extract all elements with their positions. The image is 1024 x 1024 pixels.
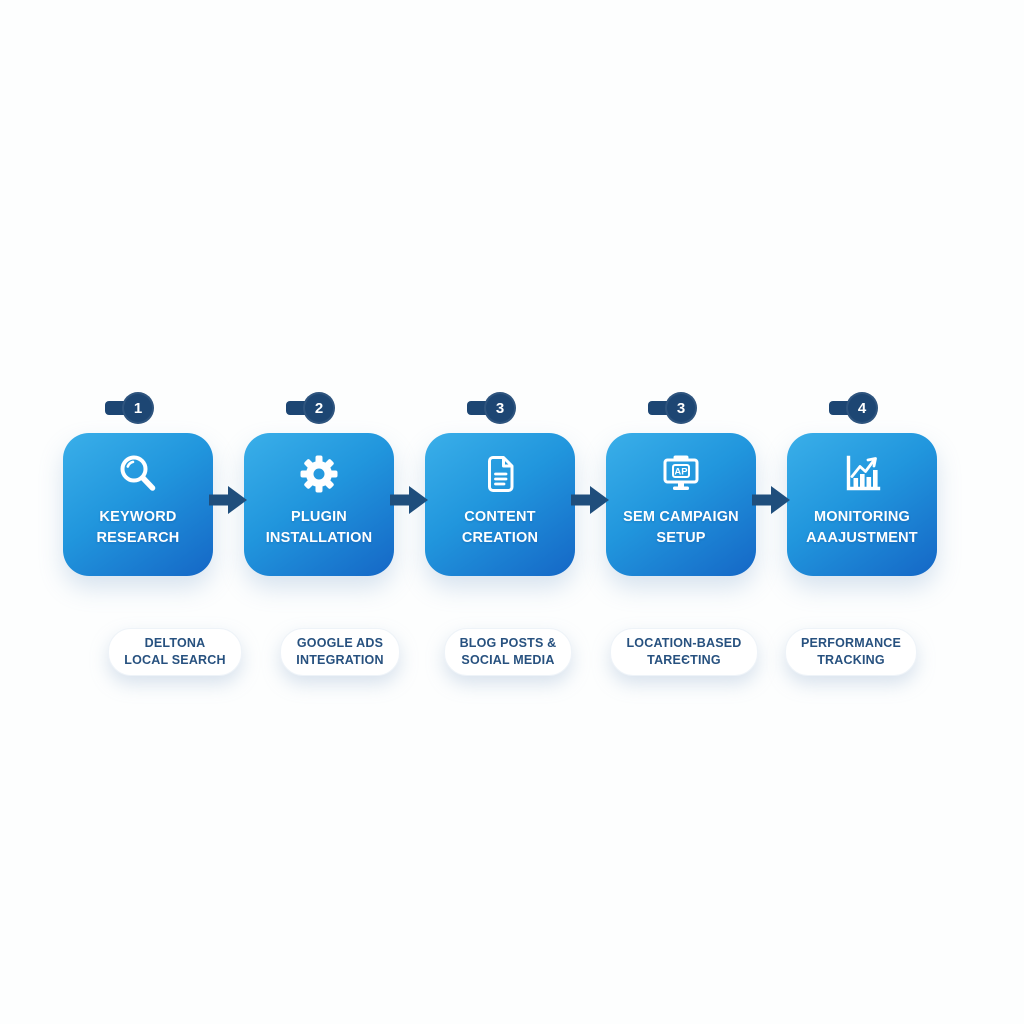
sub-label-pill: PERFORMANCE TRACKING [784, 628, 918, 676]
step-title: CONTENT CREATION [462, 507, 538, 549]
sub-label-line1: BLOG POSTS & [459, 636, 557, 650]
step-box: CONTENT CREATION [425, 433, 575, 576]
step-box: AP SEM CAMPAIGN SETUP [606, 433, 756, 576]
sub-label-pill: LOCATION-BASED TAREЄTING [610, 628, 758, 676]
sub-label-line1: DELTONA [144, 636, 206, 650]
sub-label-column: GOOGLE ADS INTEGRATION [244, 628, 400, 676]
step-title: KEYWORD RESEARCH [97, 507, 180, 549]
sub-label-line2: TAREЄTING [647, 653, 721, 667]
sub-label-column: PERFORMANCE TRACKING [784, 628, 937, 676]
step-number-badge: 4 [829, 392, 878, 424]
sub-label-line1: GOOGLE ADS [296, 636, 384, 650]
sub-label-line1: LOCATION-BASED [626, 636, 742, 650]
sub-label-line2: SOCIAL MEDIA [461, 653, 555, 667]
badge-number: 3 [484, 392, 516, 424]
sub-label-line1: PERFORMANCE [800, 636, 902, 650]
sub-labels-row: DELTONA LOCAL SEARCH GOOGLE ADS INTEGRAT… [63, 628, 937, 676]
document-icon [488, 456, 514, 492]
sub-label-pill: BLOG POSTS & SOCIAL MEDIA [443, 628, 573, 676]
badge-number: 1 [122, 392, 154, 424]
process-flow-diagram: 1 KEYWORD RESEARCH [63, 392, 937, 676]
step-number-badge: 2 [286, 392, 335, 424]
sub-label-line2: INTEGRATION [296, 653, 384, 667]
badge-number: 3 [665, 392, 697, 424]
step-title-line1: CONTENT [464, 509, 536, 525]
sub-label-pill: DELTONA LOCAL SEARCH [108, 628, 242, 676]
step-title-line2: RESEARCH [96, 530, 180, 546]
step-column-sem-campaign-setup: 3 AP SEM CAMPAIGN SETUP [606, 392, 790, 576]
connector-arrow-icon [209, 486, 247, 514]
step-title-line1: KEYWORD [99, 509, 177, 525]
step-title-line2: CREATION [461, 530, 539, 546]
search-icon [120, 455, 156, 491]
sub-label-column: DELTONA LOCAL SEARCH [63, 628, 242, 676]
sub-label-column: BLOG POSTS & SOCIAL MEDIA [425, 628, 575, 676]
bar-chart-growth-icon [846, 455, 881, 491]
step-column-plugin-installation: 2 PLUGIN [244, 392, 428, 576]
step-box: PLUGIN INSTALLATION [244, 433, 394, 576]
step-box: MONITORING AAAJUSTMENT [787, 433, 937, 576]
step-title-line2: INSTALLATION [265, 530, 373, 546]
step-column-keyword-research: 1 KEYWORD RESEARCH [63, 392, 247, 576]
step-title: MONITORING AAAJUSTMENT [806, 507, 918, 549]
step-number-badge: 3 [467, 392, 516, 424]
badge-number: 2 [303, 392, 335, 424]
step-column-monitoring-adjustment: 4 MONITORING AAAJUSTMENT [787, 392, 937, 576]
gear-icon [300, 455, 338, 493]
sub-label-pill: GOOGLE ADS INTEGRATION [280, 628, 400, 676]
step-title-line1: MONITORING [814, 509, 910, 525]
steps-row: 1 KEYWORD RESEARCH [63, 392, 937, 576]
step-title-line1: PLUGIN [291, 509, 347, 525]
badge-number: 4 [846, 392, 878, 424]
sub-label-line2: TRACKING [817, 653, 885, 667]
step-column-content-creation: 3 CONTENT CREATION [425, 392, 609, 576]
connector-arrow-icon [390, 486, 428, 514]
connector-arrow-icon [571, 486, 609, 514]
connector-arrow-icon [752, 486, 790, 514]
step-title-line2: AAAJUSTMENT [806, 530, 918, 546]
sub-label-column: LOCATION-BASED TAREЄTING [606, 628, 758, 676]
step-title: SEM CAMPAIGN SETUP [623, 507, 739, 549]
step-number-badge: 1 [105, 392, 154, 424]
monitor-icon: AP [663, 455, 699, 490]
step-title-line1: SEM CAMPAIGN [623, 509, 739, 525]
step-number-badge: 3 [648, 392, 697, 424]
step-title-line2: SETUP [656, 530, 706, 546]
step-title: PLUGIN INSTALLATION [266, 507, 373, 549]
monitor-screen-label: AP [674, 466, 688, 477]
sub-label-line2: LOCAL SEARCH [124, 653, 226, 667]
step-box: KEYWORD RESEARCH [63, 433, 213, 576]
